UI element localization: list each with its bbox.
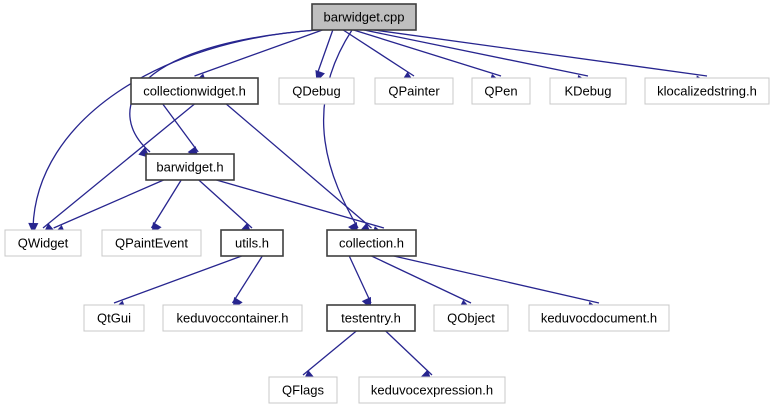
node-box-utils_h[interactable] xyxy=(220,229,284,257)
edge-line xyxy=(315,29,334,77)
node-collection_h[interactable]: collection.h xyxy=(326,229,417,257)
edge-utils_h-to-keduvoccontainer_h xyxy=(231,255,263,309)
edge-barwidget_cpp-to-collection_h xyxy=(323,29,359,234)
edge-collectionwidget_h-to-collection_h xyxy=(225,103,372,234)
node-box-barwidget_cpp[interactable] xyxy=(311,3,417,31)
node-box-keduvoccontainer_h[interactable] xyxy=(162,304,303,332)
node-box-kdebug[interactable] xyxy=(549,77,627,105)
edge-line xyxy=(348,255,372,304)
node-box-qflags[interactable] xyxy=(268,376,338,404)
edge-line xyxy=(53,179,164,229)
edge-line xyxy=(393,255,600,304)
node-box-collection_h[interactable] xyxy=(326,229,417,257)
edge-line xyxy=(374,29,708,77)
node-testentry_h[interactable]: testentry.h xyxy=(326,304,416,332)
edge-barwidget_cpp-to-qwidget xyxy=(28,29,319,234)
node-keduvocexpression_h[interactable]: keduvocexpression.h xyxy=(358,376,506,404)
node-box-qobject[interactable] xyxy=(433,304,509,332)
edge-line xyxy=(385,330,433,376)
edge-line xyxy=(323,29,359,229)
node-qtgui[interactable]: QtGui xyxy=(83,304,145,332)
node-qpen[interactable]: QPen xyxy=(471,77,531,105)
node-kdebug[interactable]: KDebug xyxy=(549,77,627,105)
node-box-qtgui[interactable] xyxy=(83,304,145,332)
edge-testentry_h-to-qflags xyxy=(302,330,357,381)
edge-line xyxy=(302,330,357,376)
node-box-keduvocdocument_h[interactable] xyxy=(528,304,670,332)
edge-line xyxy=(32,29,319,229)
node-collectionwidget_h[interactable]: collectionwidget.h xyxy=(130,77,259,105)
edge-arrowhead xyxy=(28,222,39,234)
edge-line xyxy=(353,29,502,77)
edge-line xyxy=(194,29,323,77)
node-box-qpaintevent[interactable] xyxy=(101,229,202,257)
node-box-collectionwidget_h[interactable] xyxy=(130,77,259,105)
edge-line xyxy=(371,255,472,304)
node-box-qwidget[interactable] xyxy=(4,229,82,257)
edge-line xyxy=(150,179,182,229)
edge-collection_h-to-qobject xyxy=(371,255,472,309)
node-box-klocalizedstring_h[interactable] xyxy=(644,77,770,105)
edge-barwidget_h-to-collection_h xyxy=(216,179,385,236)
edge-utils_h-to-qtgui xyxy=(113,255,242,310)
node-box-qpen[interactable] xyxy=(471,77,531,105)
node-klocalizedstring_h[interactable]: klocalizedstring.h xyxy=(644,77,770,105)
node-box-qdebug[interactable] xyxy=(278,77,355,105)
node-box-qpainter[interactable] xyxy=(374,77,454,105)
node-qflags[interactable]: QFlags xyxy=(268,376,338,404)
edge-line xyxy=(225,103,372,229)
node-box-keduvocexpression_h[interactable] xyxy=(358,376,506,404)
edge-line xyxy=(363,29,589,77)
edge-barwidget_cpp-to-klocalizedstring_h xyxy=(374,29,708,86)
edge-line xyxy=(216,179,385,229)
node-barwidget_h[interactable]: barwidget.h xyxy=(145,153,235,181)
node-box-barwidget_h[interactable] xyxy=(145,153,235,181)
edge-line xyxy=(198,179,253,229)
edge-line xyxy=(231,255,263,304)
node-keduvocdocument_h[interactable]: keduvocdocument.h xyxy=(528,304,670,332)
node-utils_h[interactable]: utils.h xyxy=(220,229,284,257)
edge-line xyxy=(42,103,195,229)
edge-barwidget_h-to-qwidget xyxy=(53,179,164,235)
node-barwidget_cpp[interactable]: barwidget.cpp xyxy=(311,3,417,31)
edge-barwidget_h-to-qpaintevent xyxy=(150,179,182,234)
node-qpaintevent[interactable]: QPaintEvent xyxy=(101,229,202,257)
edge-line xyxy=(342,29,415,77)
node-box-testentry_h[interactable] xyxy=(326,304,416,332)
edge-line xyxy=(113,255,242,304)
edge-collection_h-to-keduvocdocument_h xyxy=(393,255,600,312)
edge-collectionwidget_h-to-barwidget_h xyxy=(162,103,199,158)
node-qobject[interactable]: QObject xyxy=(433,304,509,332)
edge-barwidget_cpp-to-kdebug xyxy=(363,29,589,85)
node-qdebug[interactable]: QDebug xyxy=(278,77,355,105)
node-qwidget[interactable]: QWidget xyxy=(4,229,82,257)
edge-collection_h-to-testentry_h xyxy=(348,255,372,309)
edge-testentry_h-to-keduvocexpression_h xyxy=(385,330,433,381)
node-keduvoccontainer_h[interactable]: keduvoccontainer.h xyxy=(162,304,303,332)
node-qpainter[interactable]: QPainter xyxy=(374,77,454,105)
edge-barwidget_cpp-to-qpen xyxy=(353,29,502,84)
edge-line xyxy=(162,103,199,153)
